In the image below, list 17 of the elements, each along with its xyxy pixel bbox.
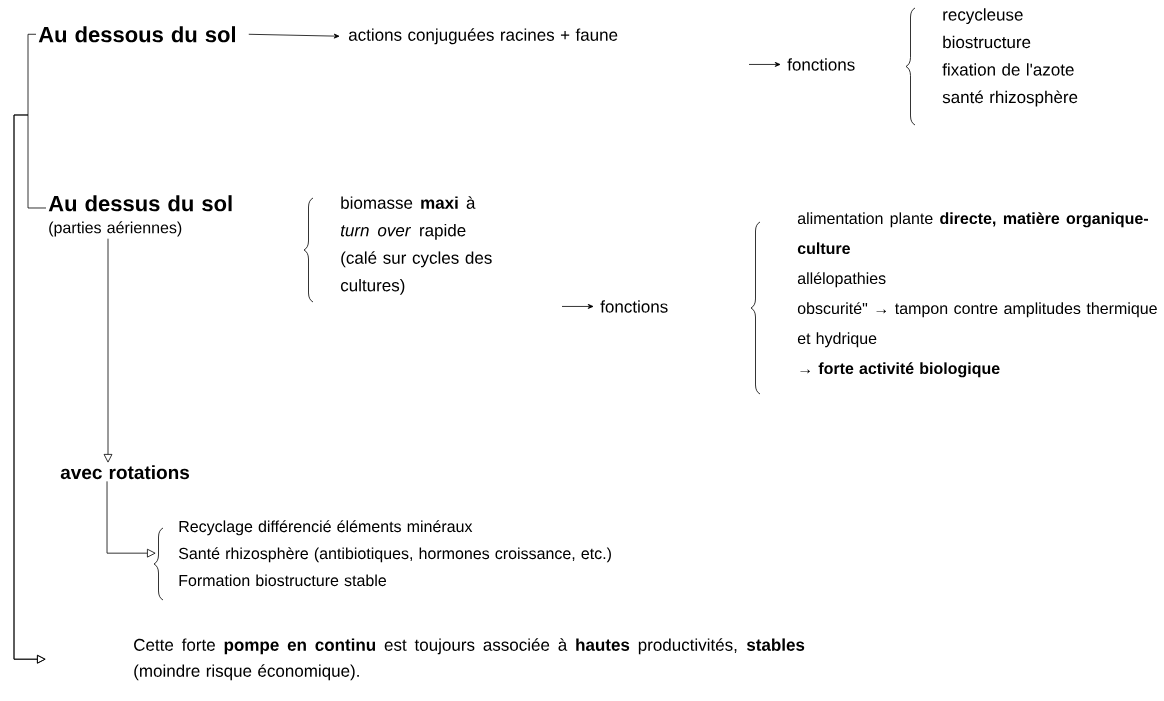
arrow bbox=[13, 114, 47, 664]
heading: Au dessous du sol bbox=[38, 26, 235, 43]
text-label: biomasse maxi à turn over rapide (calé sur cycles des cultures) bbox=[340, 196, 492, 295]
arrow bbox=[561, 303, 594, 309]
arrow bbox=[748, 61, 781, 67]
item-list: Recyclage différencié éléments minéraux Santé rhizosphère (antibiotiques, hormones croissance, etc.) Formation biostructure stable bbox=[178, 520, 611, 587]
arrow bbox=[103, 238, 113, 463]
arrow bbox=[106, 480, 156, 558]
text-label: fonctions bbox=[600, 300, 668, 313]
arrow bbox=[248, 33, 340, 39]
text-label: fonctions bbox=[787, 58, 855, 71]
heading: Au dessus du sol (parties aériennes) bbox=[48, 195, 232, 237]
text-label: Cette forte pompe en continu est toujours associée à hautes productivités, stables (moindre risque économique). bbox=[134, 638, 805, 681]
heading: avec rotations bbox=[60, 465, 190, 480]
text-label: actions conjuguées racines + faune bbox=[348, 28, 618, 45]
item-list: recycleuse biostructure fixation de l'azote santé rhizosphère bbox=[942, 8, 1078, 107]
item-list: alimentation plante directe, matière organique-culture allélopathies obscurité" → tampon contre amplitudes thermique et hydrique → forte activité biologique bbox=[797, 212, 1157, 378]
